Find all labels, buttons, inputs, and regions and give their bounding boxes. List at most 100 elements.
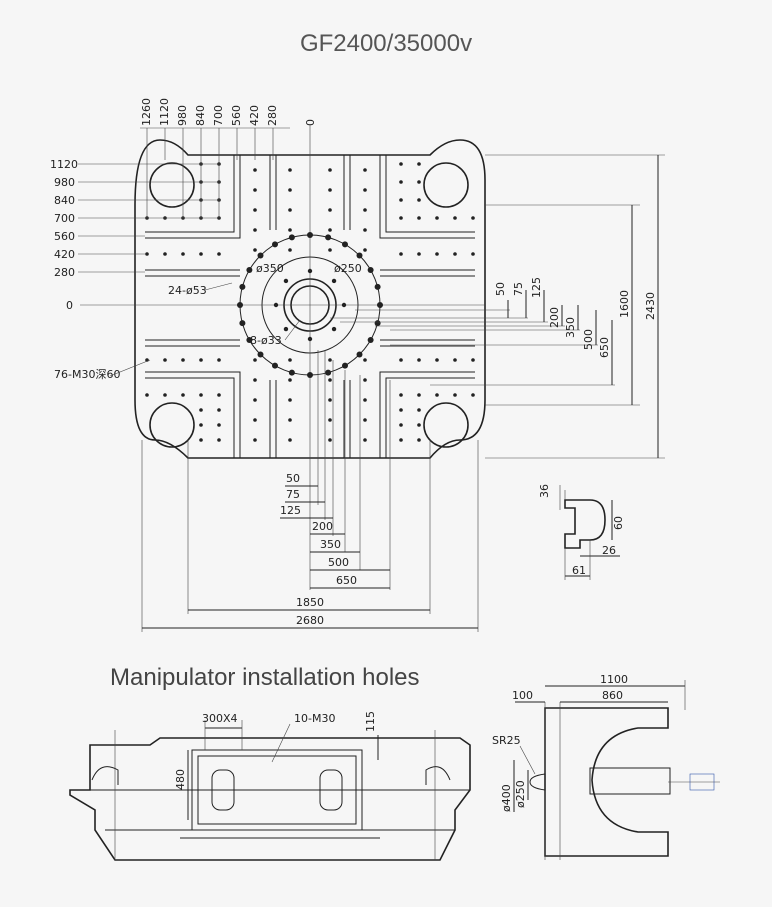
label-d250: ø250 — [334, 262, 362, 275]
bolt-hole-dot — [417, 198, 421, 202]
bolt-hole-dot — [417, 162, 421, 166]
bolt-hole-dot — [288, 358, 292, 362]
bolt-hole-dot — [163, 358, 167, 362]
slot-total: 61 — [572, 564, 586, 577]
bolt-hole-dot — [181, 252, 185, 256]
dim-b200: 200 — [312, 520, 333, 533]
bolt-hole-dot — [181, 358, 185, 362]
bolt-hole-dot — [199, 408, 203, 412]
bolt-hole-dot — [288, 438, 292, 442]
bolt-hole-dot — [239, 320, 246, 327]
dim-2680: 2680 — [296, 614, 324, 627]
x-label-840: 840 — [194, 105, 207, 126]
dim-2430: 2430 — [644, 292, 657, 320]
manip-height: 480 — [174, 769, 187, 790]
bolt-hole-dot — [417, 393, 421, 397]
bolt-hole-dot — [253, 188, 257, 192]
bolt-hole-dot — [257, 351, 264, 358]
label-24-holes: 24-ø53 — [168, 284, 207, 297]
bolt-hole-dot — [363, 418, 367, 422]
bolt-hole-dot — [328, 208, 332, 212]
bolt-hole-dot — [417, 180, 421, 184]
bolt-hole-dot — [199, 423, 203, 427]
bolt-hole-dot — [363, 358, 367, 362]
bolt-hole-dot — [288, 208, 292, 212]
bolt-hole-dot — [363, 168, 367, 172]
x-label-280: 280 — [266, 105, 279, 126]
bolt-hole-dot — [253, 358, 257, 362]
bolt-hole-dot — [399, 162, 403, 166]
bolt-hole-dot — [253, 378, 257, 382]
bolt-hole-dot — [417, 423, 421, 427]
label-8-holes: 8-ø33 — [250, 334, 282, 347]
bolt-hole-dot — [288, 418, 292, 422]
right-dimensions: 2430 1600 50 75 125 200 350 500 650 — [330, 154, 665, 459]
bolt-hole-dot — [253, 418, 257, 422]
x-label-560: 560 — [230, 105, 243, 126]
y-label-1120: 1120 — [50, 158, 78, 171]
bolt-hole-dot — [328, 188, 332, 192]
bolt-hole-dot — [356, 351, 363, 358]
y-label-700: 700 — [54, 212, 75, 225]
bolt-hole-dot — [363, 188, 367, 192]
bolt-hole-dot — [273, 302, 279, 308]
bolt-hole-dot — [363, 398, 367, 402]
nozzle-d250: ø250 — [514, 780, 527, 808]
bolt-hole-dot — [288, 378, 292, 382]
bolt-hole-dot — [453, 252, 457, 256]
bolt-hole-dot — [471, 393, 475, 397]
nozzle-view: 1100 860 100 SR25 ø400 ø250 — [492, 673, 720, 860]
bolt-hole-dot — [199, 358, 203, 362]
dim-r500: 500 — [582, 329, 595, 350]
bolt-hole-dot — [217, 393, 221, 397]
bolt-hole-dot — [237, 302, 243, 308]
bolt-hole-dot — [257, 252, 264, 259]
dim-b50: 50 — [286, 472, 300, 485]
dim-b125: 125 — [280, 504, 301, 517]
bolt-hole-dot — [288, 168, 292, 172]
label-m30: 76-M30深60 — [54, 368, 120, 381]
bolt-hole-dot — [272, 362, 278, 369]
bolt-hole-dot — [374, 283, 381, 290]
bolt-hole-dot — [307, 232, 313, 238]
bolt-hole-dot — [399, 438, 403, 442]
bolt-hole-dot — [272, 241, 278, 248]
nozzle-d400: ø400 — [500, 784, 513, 812]
bolt-hole-dot — [283, 278, 289, 284]
bottom-dimensions: 50 75 125 200 350 500 650 1850 2680 — [141, 350, 479, 632]
bolt-hole-dot — [435, 393, 439, 397]
dim-1850: 1850 — [296, 596, 324, 609]
nozzle-inner: 860 — [602, 689, 623, 702]
bolt-hole-dot — [307, 372, 313, 378]
bolt-hole-dot — [217, 423, 221, 427]
bolt-hole-dot — [377, 302, 383, 308]
dim-r200: 200 — [548, 307, 561, 328]
bolt-hole-dot — [288, 188, 292, 192]
y-label-280: 280 — [54, 266, 75, 279]
bolt-hole-dot — [363, 228, 367, 232]
bolt-hole-dot — [342, 241, 348, 248]
bolt-hole-dot — [367, 337, 374, 343]
bolt-hole-dot — [217, 252, 221, 256]
dim-r50: 50 — [494, 282, 507, 296]
top-dimensions: 1260 1120 980 840 700 560 420 280 0 — [140, 98, 317, 218]
bolt-hole-dot — [363, 248, 367, 252]
bolt-hole-dot — [307, 336, 313, 342]
bolt-hole-dot — [328, 418, 332, 422]
bolt-hole-dot — [363, 378, 367, 382]
bolt-hole-dot — [399, 216, 403, 220]
y-label-0: 0 — [66, 299, 73, 312]
bolt-hole-dot — [417, 358, 421, 362]
slot-height: 60 — [612, 516, 625, 530]
bolt-hole-dot — [239, 283, 246, 290]
bolt-hole-dot — [471, 252, 475, 256]
nozzle-step: 100 — [512, 689, 533, 702]
bolt-hole-dot — [363, 438, 367, 442]
bolt-hole-dot — [328, 248, 332, 252]
bolt-hole-dot — [288, 398, 292, 402]
bolt-hole-dot — [328, 438, 332, 442]
slot-width: 26 — [602, 544, 616, 557]
bolt-hole-dot — [399, 252, 403, 256]
bolt-hole-dot — [471, 216, 475, 220]
bolt-hole-dot — [199, 393, 203, 397]
